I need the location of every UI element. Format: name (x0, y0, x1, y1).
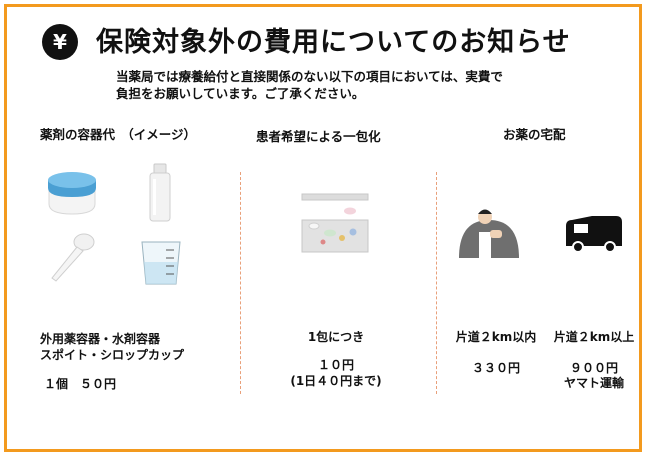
delivery-short-price: ３３０円 (471, 361, 520, 375)
delivery-long-distance: 片道２km以上 (553, 330, 635, 344)
dropper-image (51, 233, 95, 282)
column-separator (436, 172, 437, 394)
page-title: 保険対象外の費用についてのお知らせ (96, 27, 571, 58)
ointment-jar-image (48, 172, 96, 215)
containers-heading: 薬剤の容器代 （イメージ） (40, 127, 197, 142)
containers-line-2: スポイト・シロップカップ (40, 348, 185, 362)
intro-line-1: 当薬局では療養給付と直接関係のない以下の項目においては、実費で (116, 69, 503, 84)
containers-price: １個 ５０円 (44, 377, 117, 391)
delivery-long-price: ９００円 (569, 361, 618, 375)
notice-frame (4, 4, 642, 452)
delivery-short-distance: 片道２km以内 (455, 330, 537, 344)
packaging-unit: 1包につき (307, 330, 365, 344)
pharmacist-icon (459, 209, 519, 258)
intro-text: 当薬局では療養給付と直接関係のない以下の項目においては、実費で 負担をお願いして… (116, 68, 503, 102)
intro-line-2: 負担をお願いしています。ご了承ください。 (116, 86, 365, 101)
packaging-limit: (1日４０円まで) (290, 374, 382, 388)
packaging-heading: 患者希望による一包化 (256, 129, 381, 144)
column-separator (240, 172, 241, 394)
containers-line-1: 外用薬容器・水剤容器 (40, 332, 161, 346)
delivery-heading: お薬の宅配 (503, 127, 566, 142)
packaged-pills-image (301, 193, 369, 253)
packaging-price: １０円 (317, 358, 354, 372)
delivery-carrier: ヤマト運輸 (563, 376, 624, 390)
delivery-truck-icon (566, 216, 622, 253)
plastic-bottle-image (149, 163, 171, 222)
measuring-cup-image (141, 241, 181, 285)
yen-icon: ¥ (42, 24, 78, 60)
